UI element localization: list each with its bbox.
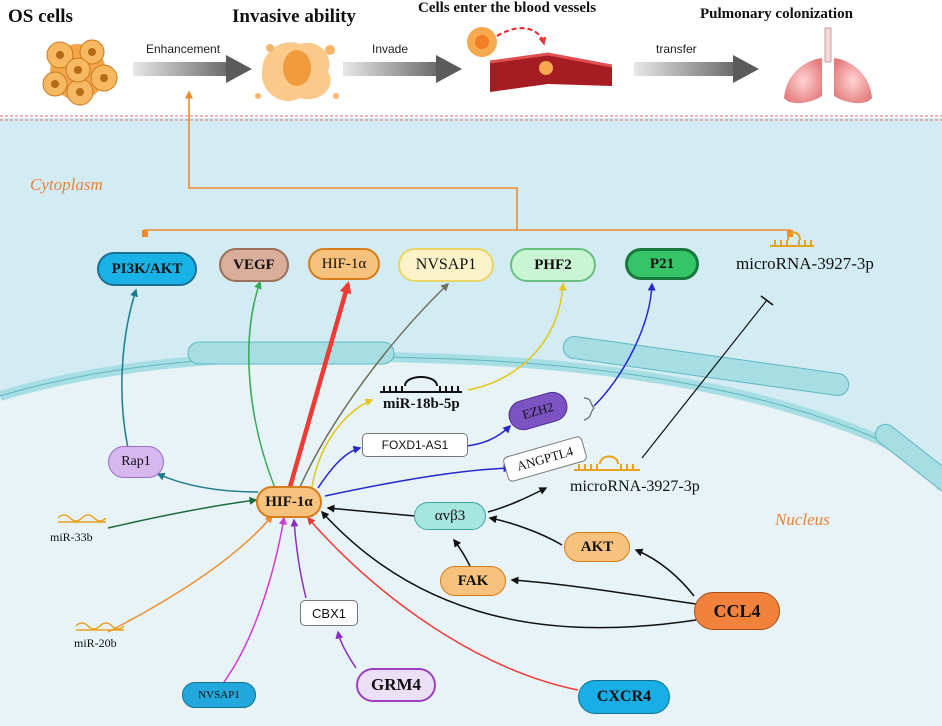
region-cytoplasm: Cytoplasm — [30, 175, 103, 194]
flow-arrow — [343, 62, 437, 76]
flow-label-transfer: transfer — [656, 42, 697, 56]
node-hif1a: HIF-1α — [256, 486, 322, 518]
arrow-avb3-to-hif — [326, 504, 416, 517]
node-vegf: VEGF — [219, 248, 289, 282]
node-hif1a-top: HIF-1α — [308, 248, 380, 280]
invasive-illustration — [255, 42, 339, 102]
nucleus-area — [0, 356, 942, 726]
flow-arrow — [634, 62, 734, 76]
stage-os-cells: OS cells — [8, 6, 73, 27]
arrow-mir20b-to-hif — [107, 514, 273, 633]
arrow-mir18b-to-phf2 — [467, 282, 567, 391]
mirna-hairpin-icon — [380, 376, 462, 393]
node-p21: P21 — [625, 248, 699, 280]
node-cxcr4: CXCR4 — [578, 680, 670, 714]
stage-blood: Cells enter the blood vessels — [418, 0, 597, 16]
arrow-hif-to-vegf — [248, 280, 276, 489]
arrow-hif-to-hif — [287, 281, 352, 488]
arrow-hif-to-rap1 — [156, 472, 259, 493]
stage-invasive: Invasive ability — [232, 6, 357, 27]
microrna-hairpin-icon — [770, 231, 814, 247]
microrna-hairpin-icon — [574, 455, 640, 471]
node-fak: FAK — [440, 566, 506, 596]
arrow-hif-to-nvsap1 — [299, 282, 450, 488]
arrow-rap1-to-pi3k — [121, 288, 138, 449]
arrow-ccl4-to-hif — [320, 510, 697, 629]
arrow-nvsap1-to-hif — [223, 516, 287, 683]
nuclear-pore — [187, 341, 395, 365]
lungs-illustration — [784, 27, 872, 104]
arrow-ccl4-to-fak — [510, 576, 697, 605]
node-pi3k-akt: PI3K/AKT — [97, 252, 197, 286]
arrow-cxcr4-to-hif — [307, 516, 579, 691]
region-nucleus: Nucleus — [775, 510, 830, 529]
arrow-avb3-to-microrna — [487, 487, 548, 513]
node-rap1: Rap1 — [108, 446, 164, 478]
nuclear-pore — [875, 423, 942, 501]
arrow-hif-to-angptl4 — [324, 464, 512, 497]
enhancement-arrow — [185, 90, 518, 230]
arrow-foxd1-to-ezh2 — [465, 424, 512, 447]
node-foxd1-as1: FOXD1-AS1 — [362, 433, 468, 457]
node-cbx1: CBX1 — [300, 600, 358, 626]
ezh2-angptl4-brace — [583, 397, 595, 421]
label-microrna-top: microRNA-3927-3p — [736, 254, 874, 273]
flow-label-enhancement: Enhancement — [146, 42, 221, 56]
node-phf2: PHF2 — [510, 248, 596, 282]
label-mir18b: miR-18b-5p — [383, 396, 460, 412]
arrow-akt-to-avb3 — [488, 515, 563, 546]
arrow-ccl4-to-akt — [634, 548, 695, 597]
node-grm4: GRM4 — [356, 668, 436, 702]
arrow-hif-to-mir18b — [311, 398, 374, 488]
label-mir33b: miR-33b — [50, 530, 93, 544]
inhibit-line — [641, 299, 768, 459]
blood-vessel-illustration — [467, 27, 613, 92]
node-avb3: αvβ3 — [414, 502, 486, 530]
node-akt: AKT — [564, 532, 630, 562]
flow-label-invade: Invade — [372, 42, 409, 56]
arrow-fak-to-avb3 — [453, 538, 471, 567]
arrow-grm4-to-cbx1 — [335, 630, 357, 669]
flow-arrow — [133, 62, 227, 76]
os-cells-illustration — [42, 39, 118, 106]
label-mir20b: miR-20b — [74, 636, 117, 650]
nuclear-pore — [562, 335, 850, 397]
label-microrna-nuc: microRNA-3927-3p — [570, 478, 700, 495]
arrow-cbx1-to-hif — [290, 518, 307, 599]
arrow-hif-to-foxd1 — [317, 445, 362, 489]
mirna-wave-icon — [57, 514, 125, 631]
node-nvsap1-bottom: NVSAP1 — [182, 682, 256, 708]
stage-pulmonary: Pulmonary colonization — [700, 6, 853, 22]
arrow-mir33b-to-hif — [107, 496, 258, 529]
node-ccl4: CCL4 — [694, 592, 780, 630]
arrow-ezh2-to-p21 — [593, 282, 656, 407]
node-nvsap1-top: NVSAP1 — [398, 248, 494, 282]
